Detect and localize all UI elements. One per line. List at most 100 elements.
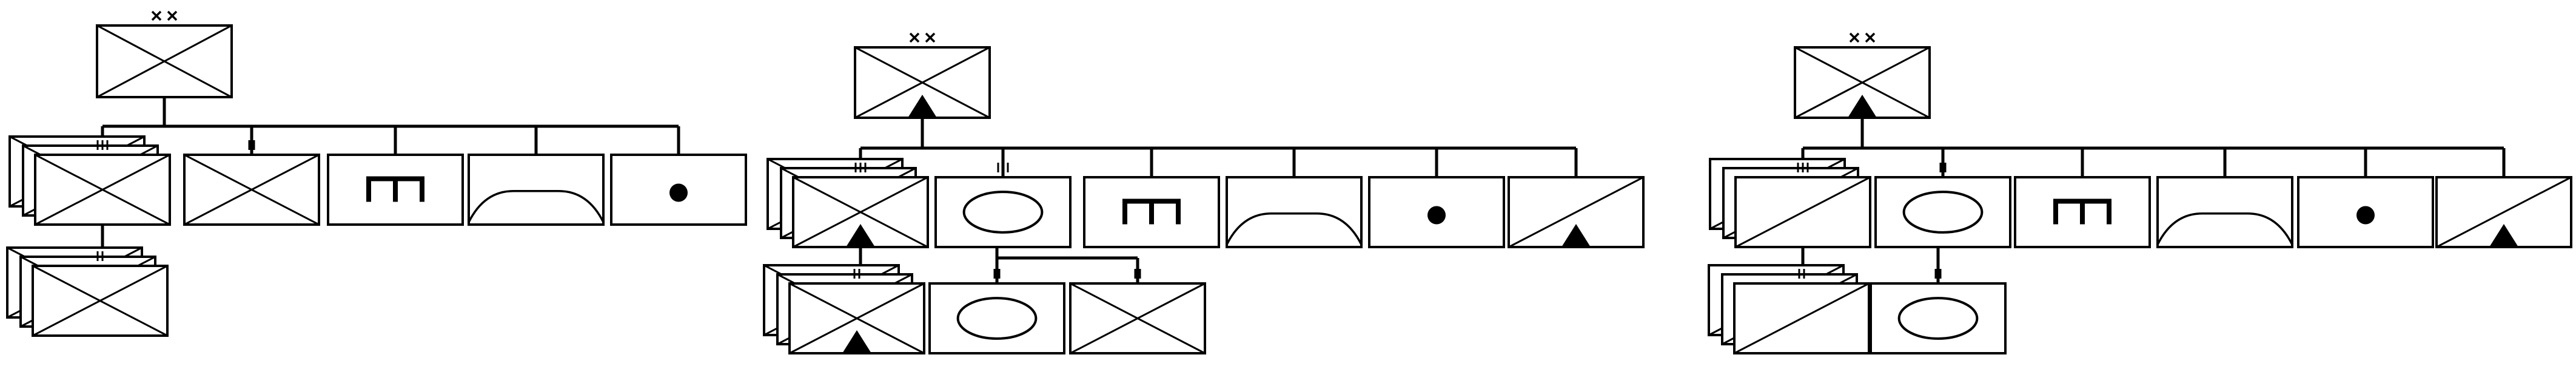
curve-icon (2156, 212, 2293, 245)
unit-frame (928, 282, 1065, 354)
curve-icon (1226, 212, 1363, 245)
dot-icon (2356, 206, 2375, 225)
unit-frame (1226, 176, 1363, 248)
echelon-marker (909, 32, 936, 43)
subordinate-unit (183, 140, 320, 226)
subordinate-unit (763, 264, 925, 354)
subordinate-unit (1083, 163, 1220, 248)
unit-frame (1368, 176, 1505, 248)
curve-icon (468, 190, 605, 223)
unit-symbol (468, 154, 605, 226)
unit-symbol (1368, 176, 1505, 248)
unit-symbol (2014, 176, 2151, 248)
infantry-cross-line (35, 154, 170, 226)
unit-symbol (96, 24, 233, 98)
unit-frame (1874, 176, 2011, 248)
infantry-cross-line (854, 46, 990, 119)
subordinate-unit (2014, 163, 2151, 248)
triangle-icon (842, 330, 871, 353)
unit-symbol (1874, 176, 2011, 248)
unit-symbol (2435, 176, 2572, 248)
echelon-marker (1798, 269, 1805, 279)
echelon-marker (96, 251, 104, 261)
engineer-icon (1122, 198, 1181, 225)
triangle-icon (1561, 224, 1591, 247)
subordinate-unit (468, 140, 605, 226)
unit-frame (1870, 282, 2007, 354)
unit-symbol (610, 154, 747, 226)
echelon-marker (854, 163, 867, 172)
subordinate-unit (2156, 163, 2293, 248)
armor-oval-icon (962, 191, 1044, 234)
unit-frame (468, 154, 605, 226)
unit-symbol (1069, 282, 1206, 354)
triangle-icon (908, 95, 937, 118)
unit-symbol (1226, 176, 1363, 248)
subordinate-unit (327, 140, 464, 226)
subordinate-unit (2297, 163, 2434, 248)
cavalry-slash-line (1735, 176, 1871, 248)
unit-symbol (1870, 282, 2007, 354)
echelon-marker (1939, 163, 1947, 172)
unit-symbol (1794, 46, 1931, 119)
symbol-set-1 (6, 10, 747, 337)
armor-oval-icon (956, 297, 1038, 340)
subordinate-unit (1708, 264, 1870, 354)
cavalry-slash-line (2436, 176, 2572, 248)
infantry-cross-line (789, 282, 925, 354)
subordinate-unit (8, 135, 171, 226)
infantry-cross-line (793, 176, 928, 248)
unit-symbol (1733, 282, 1870, 354)
echelon-marker (151, 10, 178, 21)
subordinate-unit (610, 140, 747, 226)
echelon-marker (96, 140, 109, 150)
echelon-marker (993, 269, 1001, 279)
unit-frame (934, 176, 1072, 248)
subordinate-unit (2435, 163, 2572, 248)
dot-icon (669, 183, 688, 202)
armor-oval-icon (1897, 297, 1979, 340)
subordinate-unit (1368, 163, 1505, 248)
echelon-marker (853, 269, 860, 279)
dot-icon (1427, 206, 1446, 225)
echelon-marker (1849, 32, 1876, 43)
engineer-icon (366, 176, 424, 202)
echelon-marker (248, 140, 255, 150)
infantry-cross-line (184, 154, 320, 226)
unit-symbol (327, 154, 464, 226)
subordinate-unit (928, 269, 1065, 354)
unit-frame (1083, 176, 1220, 248)
subordinate-unit (6, 246, 169, 337)
subordinate-unit (1508, 163, 1645, 248)
infantry-cross-line (96, 24, 232, 98)
subordinate-unit (1069, 269, 1206, 354)
unit-symbol (788, 282, 925, 354)
infantry-cross-line (32, 265, 168, 337)
echelon-marker (997, 163, 1009, 172)
unit-symbol (792, 176, 929, 248)
engineer-icon (2053, 198, 2111, 225)
cavalry-slash-line (1508, 176, 1644, 248)
unit-symbol (1508, 176, 1645, 248)
hq-unit (854, 32, 991, 119)
triangle-icon (846, 224, 875, 247)
subordinate-unit (1870, 269, 2007, 354)
subordinate-unit (934, 163, 1072, 248)
symbol-set-2 (763, 32, 1645, 354)
infantry-cross-line (1070, 282, 1206, 354)
unit-frame (2156, 176, 2293, 248)
unit-symbol (34, 154, 171, 226)
subordinate-unit (766, 158, 929, 248)
cavalry-slash-line (1734, 282, 1870, 354)
hq-unit (1794, 32, 1931, 119)
echelon-marker (1934, 269, 1942, 279)
triangle-icon (1848, 95, 1877, 118)
armor-oval-icon (1902, 191, 1984, 234)
hq-unit (96, 10, 233, 98)
unit-symbol (934, 176, 1072, 248)
unit-symbol (32, 265, 169, 337)
unit-symbol (928, 282, 1065, 354)
triangle-icon (2489, 224, 2518, 247)
